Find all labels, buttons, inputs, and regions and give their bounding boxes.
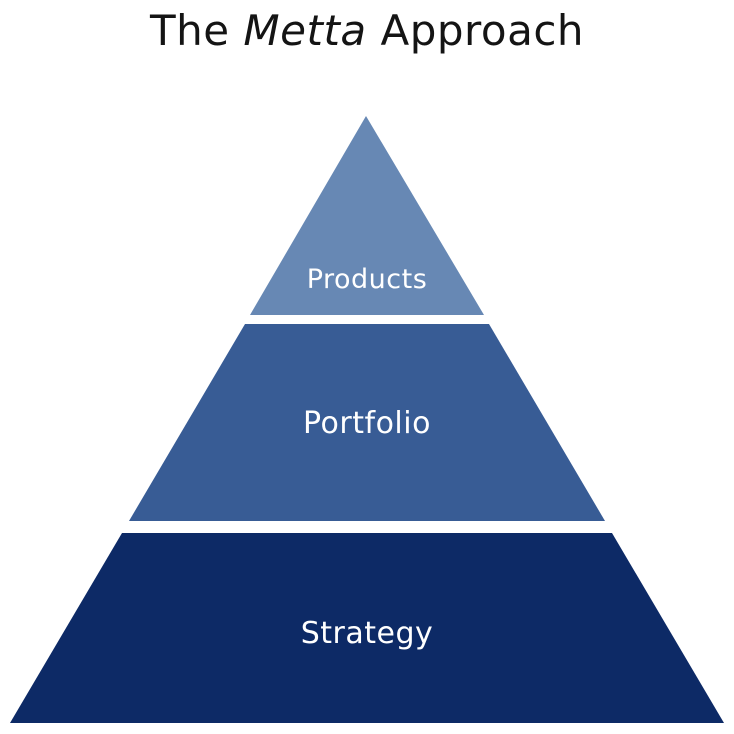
tier-strategy-label: Strategy [301,616,434,651]
page-title-emphasis: Metta [243,6,367,55]
tier-products-shape [250,116,484,315]
tier-strategy-shape [10,533,724,723]
tier-portfolio-label: Portfolio [303,406,431,441]
page-title-prefix: The [149,6,244,55]
page-title-suffix: Approach [366,6,585,55]
page-title: The Metta Approach [0,6,734,55]
tier-products-label: Products [307,264,428,295]
tier-portfolio-shape [129,324,605,521]
